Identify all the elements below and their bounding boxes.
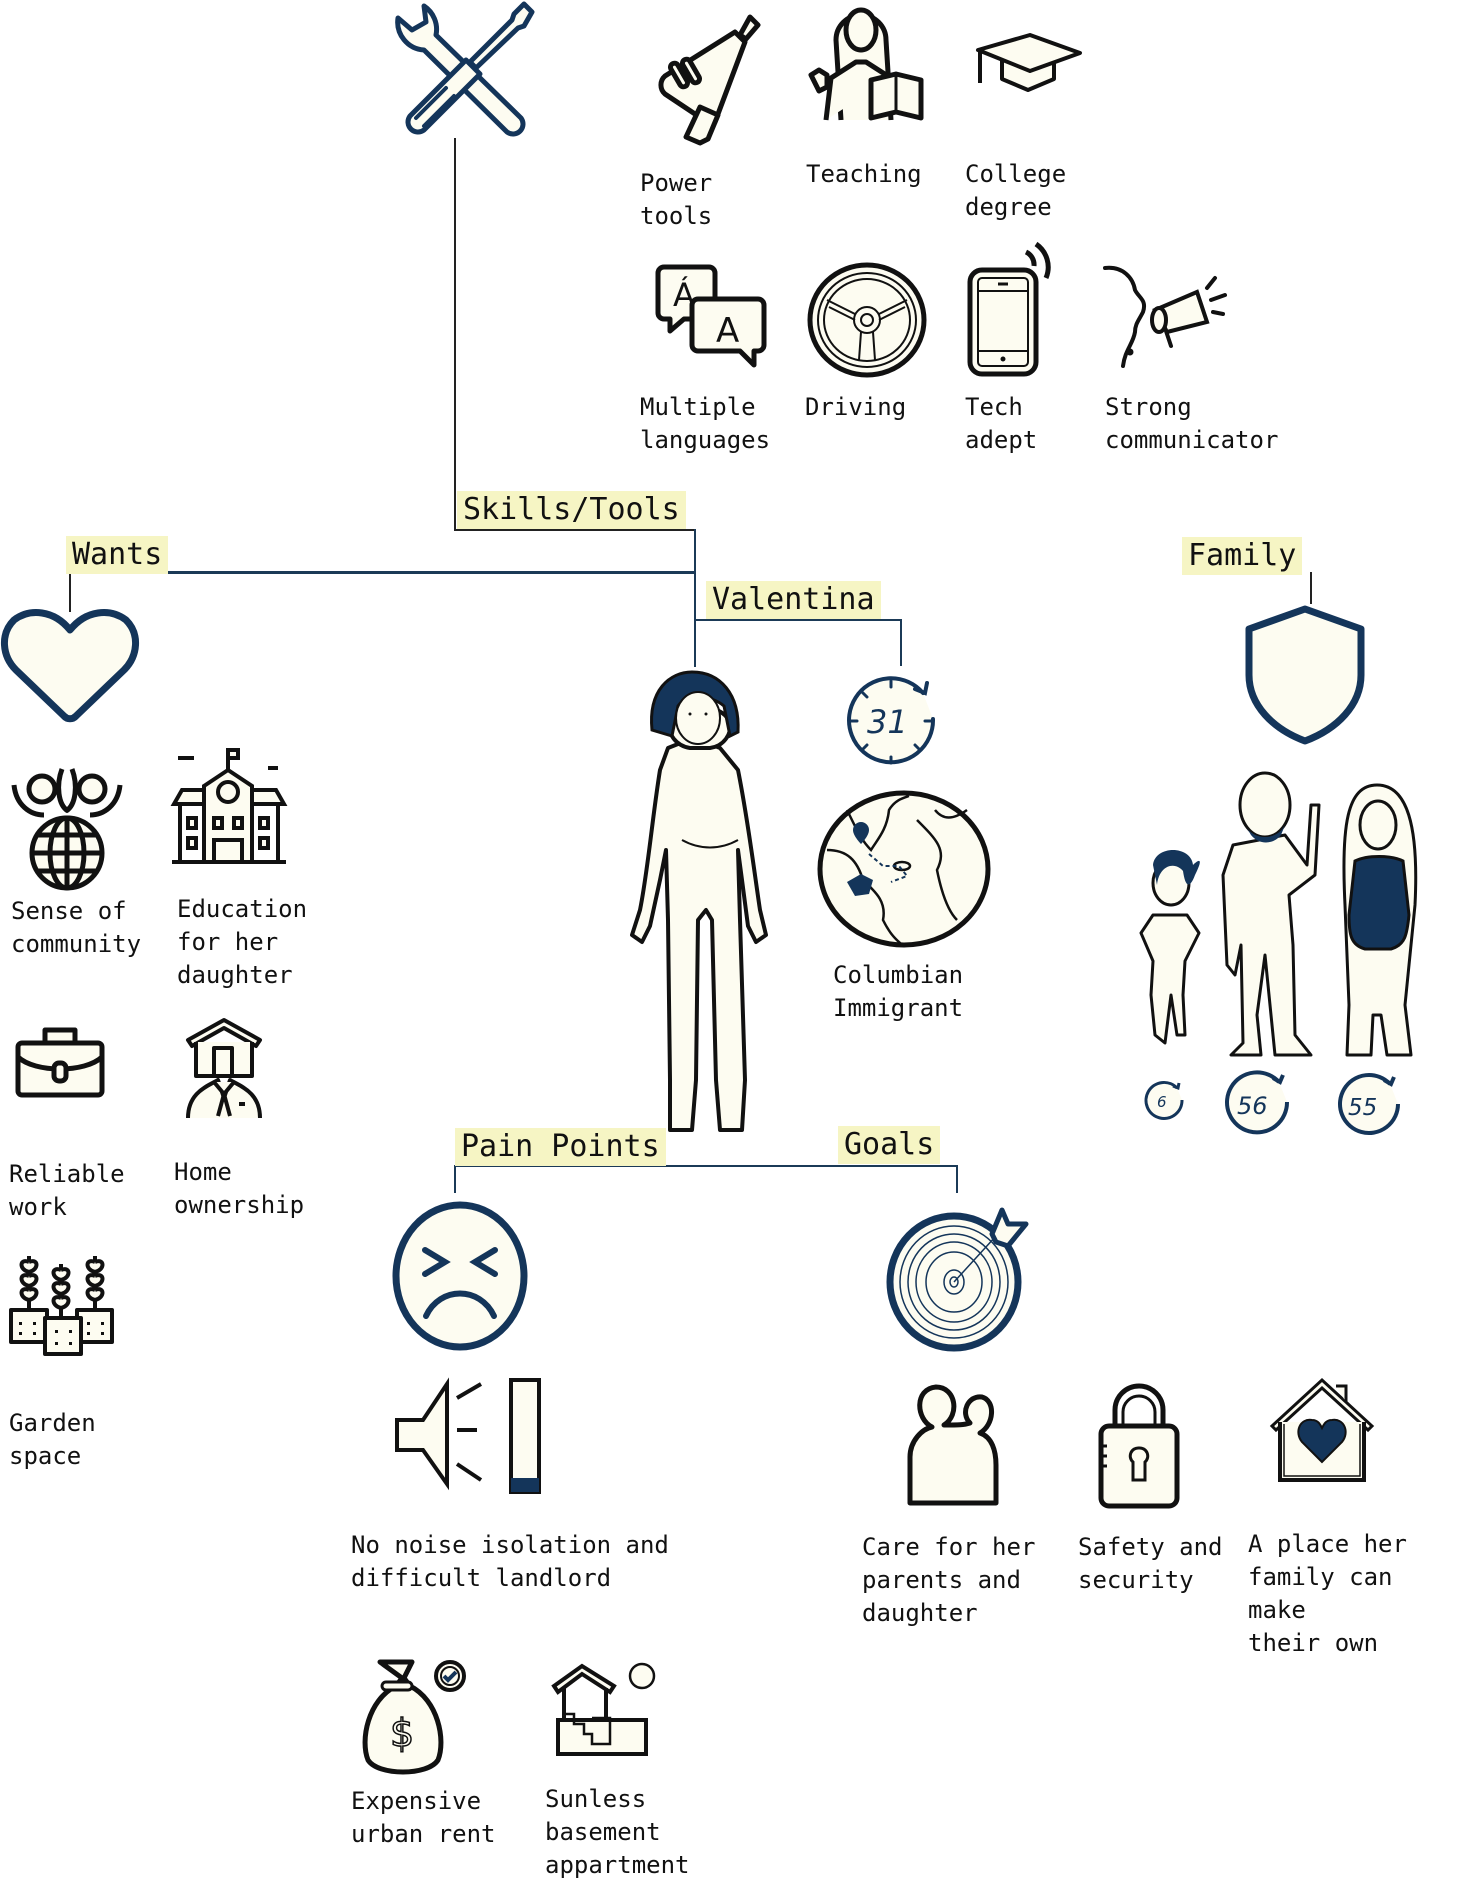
skill-label: Multiple languages (640, 393, 771, 454)
steering-wheel-icon (807, 262, 927, 378)
skills-connector-horizontal (454, 529, 696, 531)
origin-label: Columbian Immigrant (833, 961, 964, 1022)
teacher-icon (808, 7, 924, 121)
skill-label: College degree (965, 160, 1067, 221)
family-connector-vertical (1310, 572, 1312, 604)
home-owner-icon (186, 1018, 262, 1119)
valentina-name-label: Valentina (706, 581, 881, 619)
father-age: 56 (1237, 1092, 1268, 1120)
heart-icon (1, 609, 139, 723)
plants-icon (9, 1256, 114, 1356)
wants-connector-horizontal (69, 571, 696, 574)
wants-label: Wants (66, 536, 169, 574)
pain-goals-connector-horizontal (454, 1165, 958, 1167)
padlock-icon (1098, 1383, 1180, 1509)
pain-label: Sunless basement appartment (545, 1785, 690, 1879)
daughter-age: 6 (1157, 1093, 1167, 1111)
valentina-connector-horizontal (694, 619, 902, 621)
skill-label: Tech adept (965, 393, 1038, 454)
skill-label: Driving (805, 393, 907, 421)
family-care-icon (907, 1384, 999, 1506)
svg-text:Á: Á (673, 276, 695, 314)
pain-points-label: Pain Points (455, 1128, 666, 1166)
smartphone-icon (967, 241, 1051, 377)
valentina-age: 31 (867, 703, 908, 741)
goal-label: Safety and security (1078, 1533, 1223, 1594)
goal-label: Care for her parents and daughter (862, 1533, 1036, 1627)
want-label: Reliable work (9, 1160, 125, 1221)
valentina-connector-vertical (900, 619, 902, 666)
age-clock-icon: 56 (1225, 1070, 1290, 1135)
want-label: Education for her daughter (177, 895, 308, 989)
mother-age: 55 (1348, 1095, 1377, 1121)
pain-label: No noise isolation and difficult landlor… (351, 1531, 669, 1592)
translate-icon: Á A (655, 264, 767, 368)
goals-connector-vertical (956, 1165, 958, 1193)
tools-wrench-screwdriver-icon (395, 1, 535, 137)
power-drill-icon (658, 14, 761, 146)
family-label: Family (1182, 537, 1303, 575)
want-label: Home ownership (174, 1158, 305, 1219)
wants-connector-vertical (69, 572, 71, 612)
school-icon (170, 748, 288, 864)
goal-label: A place her family can make their own (1248, 1530, 1407, 1657)
briefcase-icon (15, 1027, 105, 1098)
skills-tools-label: Skills/Tools (457, 491, 686, 529)
want-label: Sense of community (11, 897, 142, 958)
pain-connector-vertical (454, 1165, 456, 1193)
money-bag-icon: $ (362, 1659, 466, 1775)
sad-face-icon (392, 1201, 528, 1351)
shield-icon (1245, 605, 1365, 745)
pain-label: Expensive urban rent (351, 1787, 496, 1848)
skill-label: Power tools (640, 169, 713, 230)
target-icon (886, 1207, 1029, 1352)
house-heart-icon (1269, 1377, 1375, 1482)
age-clock-icon: 31 (847, 676, 936, 765)
goals-label: Goals (838, 1126, 941, 1164)
main-connector-vertical (694, 529, 696, 667)
world-map-globe-icon (817, 790, 991, 948)
age-clock-icon: 6 (1144, 1080, 1184, 1120)
want-label: Garden space (9, 1409, 96, 1470)
skills-connector-vertical (454, 138, 456, 531)
community-globe-icon (11, 768, 123, 891)
skill-label: Teaching (806, 160, 922, 188)
svg-text:$: $ (390, 1711, 414, 1755)
family-members-figures (1139, 771, 1418, 1057)
svg-text:A: A (716, 311, 739, 351)
age-clock-icon: 55 (1338, 1073, 1400, 1135)
noise-speaker-icon (395, 1377, 541, 1494)
valentina-figure (630, 670, 768, 1132)
skill-label: Strong communicator (1105, 393, 1279, 454)
basement-icon (551, 1662, 656, 1756)
megaphone-icon (1103, 265, 1227, 368)
graduation-cap-icon (976, 33, 1082, 92)
